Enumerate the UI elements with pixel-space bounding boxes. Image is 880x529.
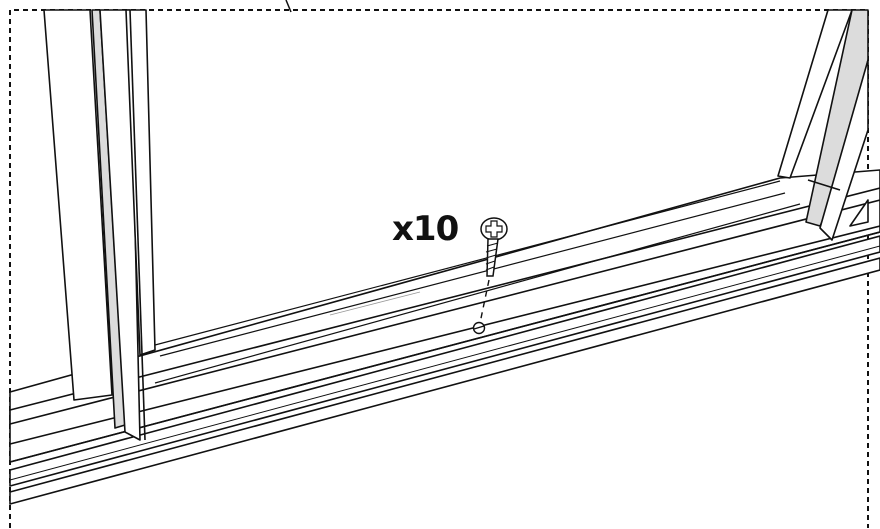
detail-callout-border [9,0,869,528]
right-frame-upright [777,9,869,241]
screw-hole-guide [472,279,490,335]
left-frame-upright [43,9,156,441]
phillips-screw-icon [480,217,508,277]
bottom-track-rail [9,169,880,505]
screw-quantity-label: x10 [392,209,459,249]
